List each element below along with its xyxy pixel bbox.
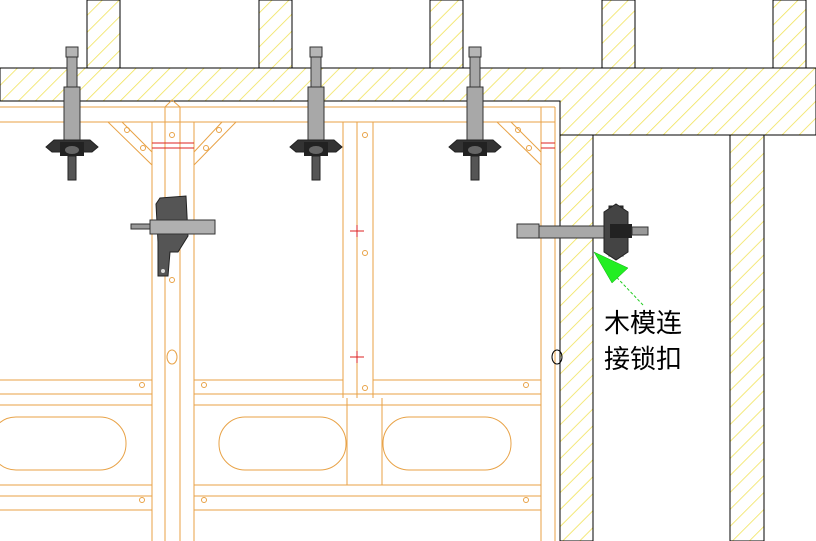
tie-bolt bbox=[45, 46, 99, 181]
tie-bolt bbox=[289, 46, 343, 181]
wall-stud bbox=[601, 0, 636, 69]
wall-stud bbox=[772, 0, 807, 69]
center-marks bbox=[152, 142, 555, 363]
wedge-clamp bbox=[130, 195, 216, 277]
formwork-panels bbox=[0, 99, 563, 541]
oval-opening bbox=[382, 416, 512, 471]
oval-opening bbox=[218, 416, 347, 471]
tie-bolt bbox=[448, 46, 502, 181]
oval-opening bbox=[0, 416, 127, 471]
callout-line-2: 接锁扣 bbox=[604, 345, 683, 375]
column-section bbox=[729, 134, 765, 541]
callout-line-1: 木模连 bbox=[604, 309, 683, 339]
beam-section bbox=[0, 67, 816, 541]
wood-formwork-lock bbox=[516, 203, 649, 261]
wall-stud bbox=[258, 0, 293, 69]
wall-stud bbox=[86, 0, 121, 69]
lock-callout-label: 木模连 接锁扣 bbox=[604, 306, 714, 378]
leader-arrow bbox=[593, 251, 645, 307]
wall-stud bbox=[429, 0, 464, 69]
